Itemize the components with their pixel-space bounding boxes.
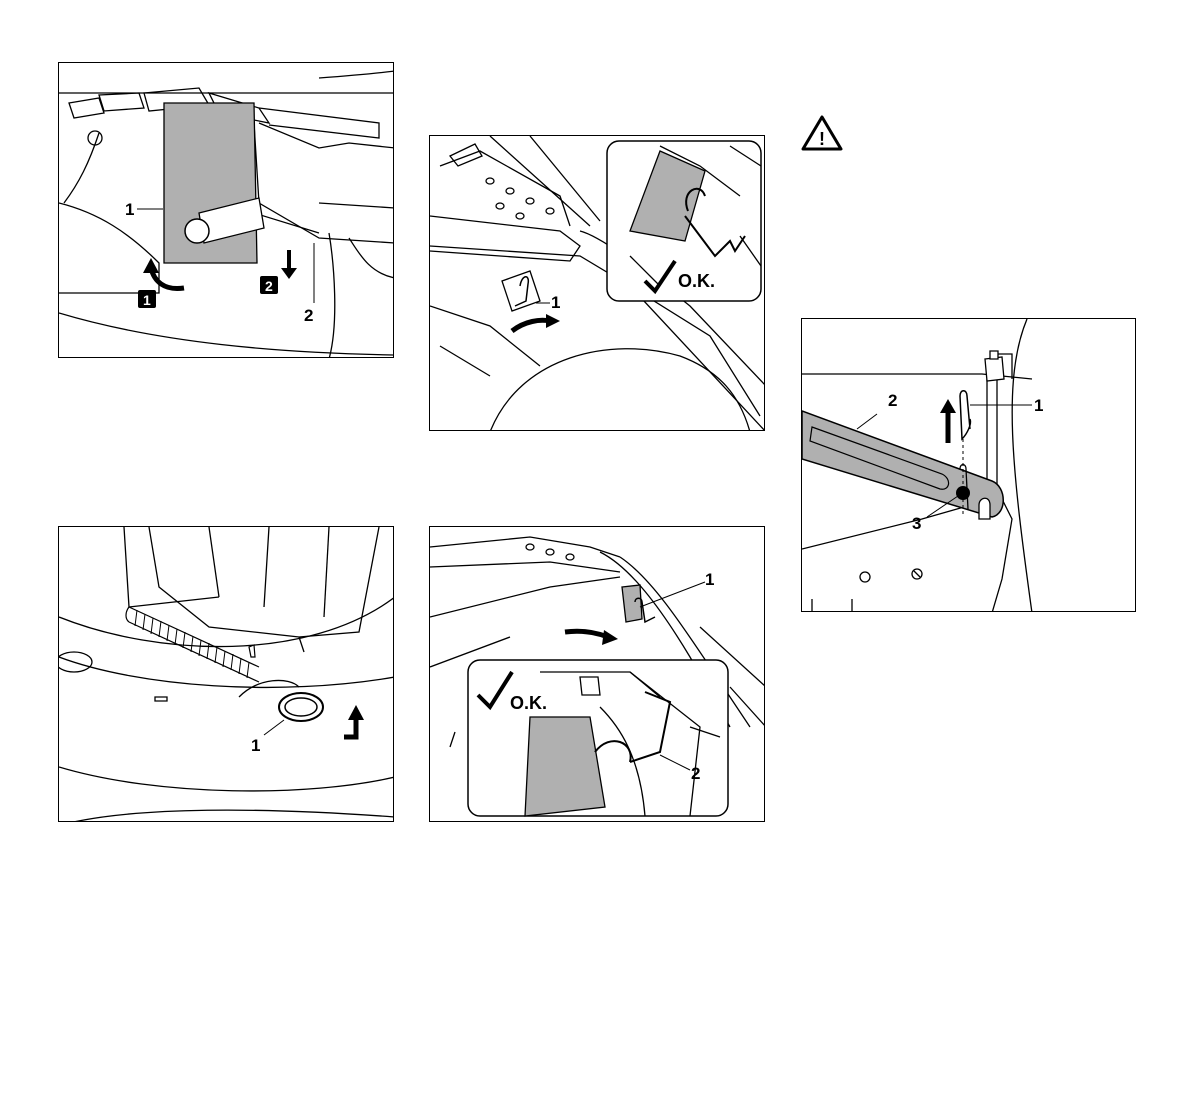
figure-bracket-inset-ok: 1 2 O.K. bbox=[429, 526, 765, 822]
warning-triangle-icon: ! bbox=[800, 114, 844, 152]
figure-spring: 1 bbox=[58, 526, 394, 822]
illustration-bracket: 1 2 O.K. bbox=[430, 527, 765, 822]
ok-label: O.K. bbox=[510, 693, 547, 713]
callout-3: 3 bbox=[912, 514, 921, 533]
callout-1: 1 bbox=[251, 736, 260, 755]
callout-1: 1 bbox=[551, 293, 560, 312]
warning-glyph: ! bbox=[819, 129, 825, 149]
illustration-cover-plate: 1 2 1 2 bbox=[59, 63, 394, 358]
callout-2: 2 bbox=[888, 391, 897, 410]
callout-2: 2 bbox=[304, 306, 313, 325]
illustration-arm: 1 2 3 bbox=[802, 319, 1136, 612]
callout-1: 1 bbox=[1034, 396, 1043, 415]
figure-cover-plate: 1 2 1 2 bbox=[58, 62, 394, 358]
callout-2: 2 bbox=[691, 764, 700, 783]
callout-1: 1 bbox=[125, 200, 134, 219]
step-badge-1-label: 1 bbox=[143, 292, 151, 308]
ok-label: O.K. bbox=[678, 271, 715, 291]
figure-clip-inset-ok: 1 O.K. bbox=[429, 135, 765, 431]
illustration-spring: 1 bbox=[59, 527, 394, 822]
callout-1: 1 bbox=[705, 570, 714, 589]
figure-arm-hairpin: 1 2 3 bbox=[801, 318, 1136, 612]
illustration-clip: 1 O.K. bbox=[430, 136, 765, 431]
step-badge-2-label: 2 bbox=[265, 278, 273, 294]
